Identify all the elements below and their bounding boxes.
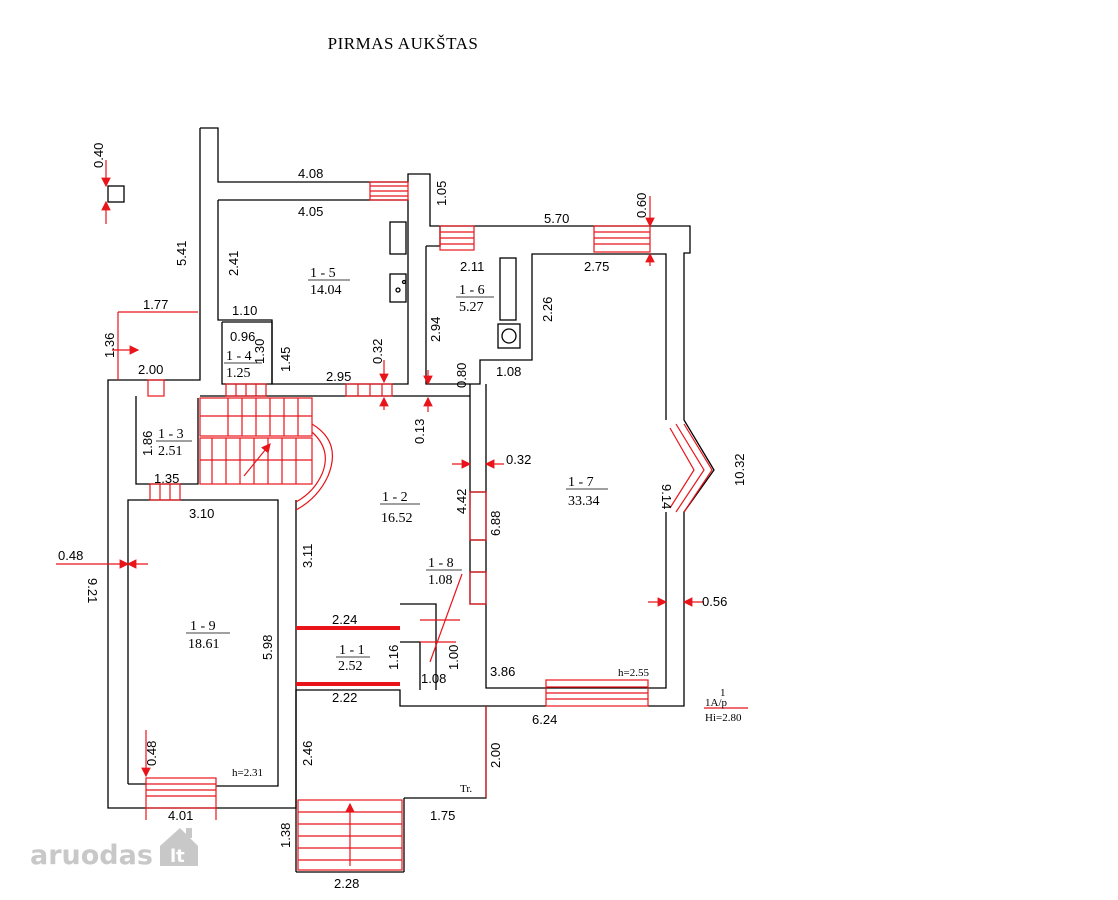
room-number: 1 - 7 (568, 475, 594, 490)
dim-label: 2.46 (300, 741, 315, 766)
floor-code-superscript: 1 (720, 687, 726, 699)
room-1-2: 1 - 2 16.52 (380, 490, 420, 526)
dim-label: 2.26 (540, 297, 555, 322)
dim-label: 2.11 (460, 259, 484, 274)
dim-label: 2.00 (488, 743, 503, 768)
room-area: 2.51 (158, 444, 183, 459)
room-1-9: 1 - 9 18.61 (186, 619, 230, 652)
dim-label: 2.00 (138, 362, 163, 377)
dim-label: 0.60 (634, 193, 649, 218)
dim-label: 0.40 (91, 143, 106, 168)
dim-label: 3.11 (300, 544, 315, 568)
dim-label: 5.98 (260, 635, 275, 660)
room-area: 33.34 (568, 494, 600, 509)
dim-label: 10.32 (732, 453, 747, 486)
tr-note: Tr. (460, 783, 472, 795)
dim-label: 4.08 (298, 166, 323, 181)
dim-label: 1.45 (278, 347, 293, 372)
room-number: 1 - 1 (339, 643, 365, 658)
dim-label: 0.56 (702, 594, 727, 609)
room-1-8: 1 - 8 1.08 (426, 556, 462, 588)
room-area: 18.61 (188, 637, 220, 652)
room-number: 1 - 5 (310, 266, 336, 281)
room-area: 16.52 (381, 511, 413, 526)
dim-label: 2.95 (326, 369, 351, 384)
dim-label: 1.30 (252, 339, 267, 364)
dim-label: 0.48 (144, 741, 159, 766)
room-area: 1.25 (226, 366, 251, 381)
dim-label: 3.86 (490, 664, 515, 679)
dimension-lines (56, 160, 748, 820)
dim-label: 4.01 (168, 808, 193, 823)
dim-label: 1.77 (143, 297, 168, 312)
dim-label: 4.05 (298, 204, 323, 219)
dim-label: 2.94 (428, 317, 443, 342)
room-area: 2.52 (338, 659, 363, 674)
walls (107, 127, 715, 873)
dim-label: 0.13 (412, 419, 427, 444)
dim-label: 5.70 (544, 211, 569, 226)
watermark: aruodas lt (30, 828, 198, 871)
dim-label: 1.05 (434, 181, 449, 206)
room-number: 1 - 2 (382, 490, 408, 505)
dim-label: 1.16 (386, 645, 401, 670)
dim-label: 2.41 (226, 251, 241, 276)
room-number: 1 - 9 (190, 619, 216, 634)
dim-label: 3.10 (189, 506, 214, 521)
watermark-suffix: lt (170, 846, 185, 867)
dim-label: 1.08 (496, 364, 521, 379)
dim-label: 1.36 (102, 333, 117, 358)
dim-label: 0.48 (58, 548, 83, 563)
room-1-5: 1 - 5 14.04 (308, 266, 350, 298)
room-area: 1.08 (428, 573, 453, 588)
room-1-1: 1 - 1 2.52 (336, 643, 370, 674)
room-area: 14.04 (310, 283, 342, 298)
windows-and-stairs (145, 181, 713, 871)
dim-label: 1.08 (421, 671, 446, 686)
dim-label: 1.86 (140, 431, 155, 456)
dim-label: 4.42 (454, 489, 469, 514)
room-1-3: 1 - 3 2.51 (156, 427, 192, 459)
dim-label: 9.14 (659, 484, 674, 509)
dim-label: 0.32 (370, 339, 385, 364)
ceiling-height-label: h=2.31 (232, 767, 263, 779)
ceiling-height-label: h=2.55 (618, 667, 649, 679)
dim-label: 1.10 (232, 303, 257, 318)
dim-label: 9.21 (85, 578, 100, 603)
dim-label: 0.32 (506, 452, 531, 467)
house-icon (160, 828, 198, 866)
plan-title: PIRMAS AUKŠTAS (327, 34, 479, 53)
dim-label: 1.38 (278, 823, 293, 848)
dim-label: 0.80 (454, 363, 469, 388)
dim-label: 2.24 (332, 612, 357, 627)
room-number: 1 - 6 (459, 283, 485, 298)
dim-label: 2.75 (584, 259, 609, 274)
room-labels: 1 - 1 2.52 1 - 2 16.52 1 - 3 2.51 1 - 4 … (156, 266, 608, 674)
dim-label: 5.41 (174, 241, 189, 266)
watermark-text: aruodas (30, 840, 153, 871)
dim-label: 0.96 (230, 329, 255, 344)
outer-wall-inner-trace (107, 128, 546, 809)
notes: h=2.55 h=2.31 1 1A/p Hi=2.80 Tr. (232, 667, 742, 795)
room-number: 1 - 4 (226, 349, 252, 364)
dim-label: 1.75 (430, 808, 455, 823)
dim-label: 2.22 (332, 690, 357, 705)
room-area: 5.27 (459, 300, 484, 315)
room-1-6: 1 - 6 5.27 (456, 283, 494, 315)
room-number: 1 - 3 (158, 427, 184, 442)
floor-code: 1A/p (705, 697, 728, 709)
dim-label: 1.35 (154, 471, 179, 486)
room-1-7: 1 - 7 33.34 (566, 475, 608, 509)
dimension-labels: 0.40 4.08 4.05 1.05 5.70 0.60 2.75 2.11 … (58, 143, 747, 891)
dim-label: 2.28 (334, 876, 359, 891)
dim-label: 6.88 (488, 511, 503, 536)
height-note: Hi=2.80 (705, 712, 742, 724)
room-number: 1 - 8 (428, 556, 454, 571)
dim-label: 1.00 (446, 645, 461, 670)
dim-label: 6.24 (532, 712, 557, 727)
room-1-4: 1 - 4 1.25 (224, 349, 262, 381)
